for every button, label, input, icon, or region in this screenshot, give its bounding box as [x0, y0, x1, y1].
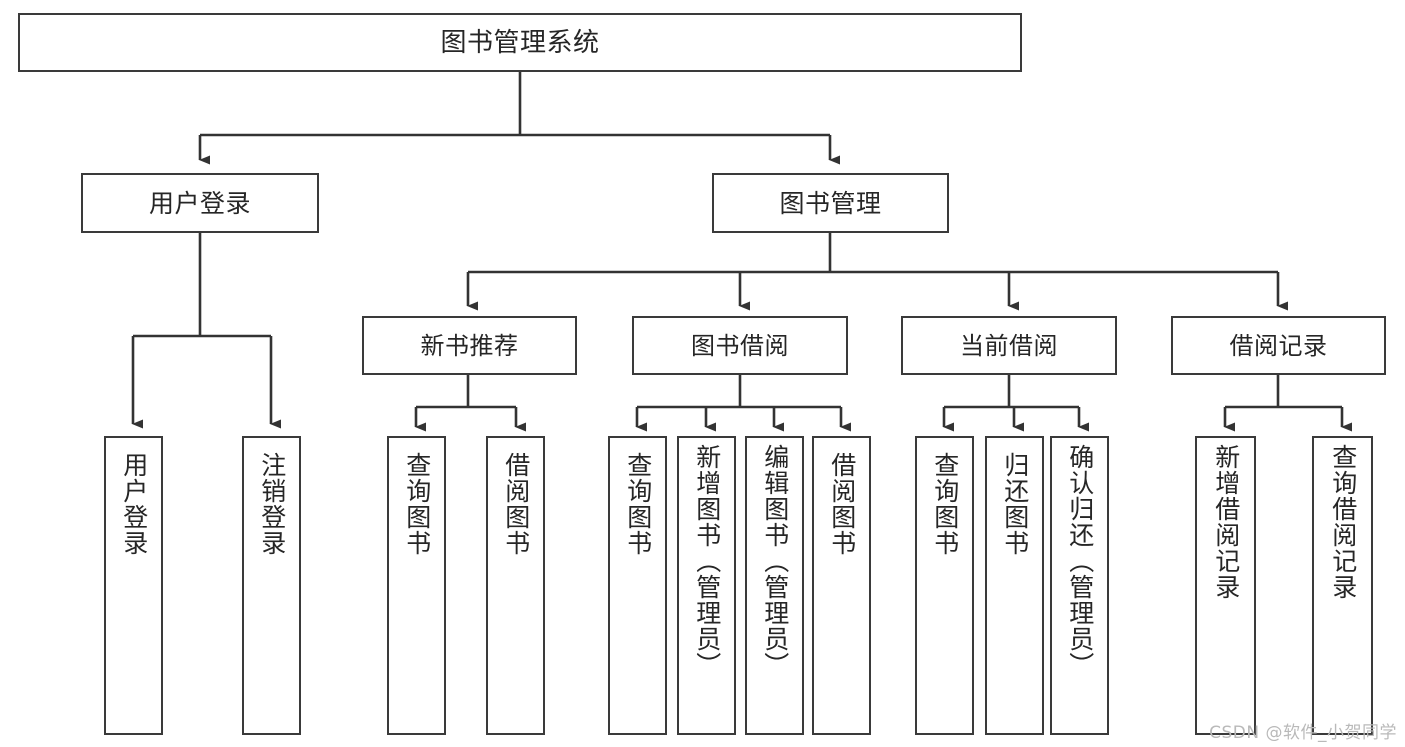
leaf-user-login-login[interactable]: 用户登录	[104, 436, 163, 735]
node-label: 用户登录	[119, 452, 149, 556]
node-label: 借阅图书	[827, 452, 857, 556]
leaf-borrow-add-book-admin[interactable]: 新增图书（管理员）	[677, 436, 736, 735]
node-label: 新增图书（管理员）	[692, 444, 722, 678]
leaf-current-return-book[interactable]: 归还图书	[985, 436, 1044, 735]
node-root-system[interactable]: 图书管理系统	[18, 13, 1022, 72]
csdn-watermark: CSDN @软件_小贺同学	[1209, 723, 1397, 743]
leaf-record-query-record[interactable]: 查询借阅记录	[1312, 436, 1373, 735]
node-label: 归还图书	[1000, 452, 1030, 556]
node-label: 当前借阅	[960, 331, 1058, 360]
leaf-current-query-book[interactable]: 查询图书	[915, 436, 974, 735]
node-label: 图书借阅	[691, 331, 789, 360]
node-label: 查询借阅记录	[1328, 444, 1358, 600]
node-label: 用户登录	[148, 188, 251, 218]
node-label: 注销登录	[257, 452, 287, 556]
node-label: 借阅图书	[501, 452, 531, 556]
leaf-recommend-query-book[interactable]: 查询图书	[387, 436, 446, 735]
node-label: 图书管理	[779, 188, 882, 218]
leaf-borrow-query-book[interactable]: 查询图书	[608, 436, 667, 735]
node-label: 新增借阅记录	[1211, 444, 1241, 600]
node-current-borrow[interactable]: 当前借阅	[901, 316, 1117, 375]
node-label: 查询图书	[930, 452, 960, 556]
node-book-borrow[interactable]: 图书借阅	[632, 316, 848, 375]
node-borrow-record[interactable]: 借阅记录	[1171, 316, 1386, 375]
leaf-recommend-borrow-book[interactable]: 借阅图书	[486, 436, 545, 735]
leaf-record-add-record[interactable]: 新增借阅记录	[1195, 436, 1256, 735]
node-label: 确认归还（管理员）	[1065, 444, 1095, 678]
leaf-borrow-borrow-book[interactable]: 借阅图书	[812, 436, 871, 735]
node-new-book-recommend[interactable]: 新书推荐	[362, 316, 577, 375]
leaf-borrow-edit-book-admin[interactable]: 编辑图书（管理员）	[745, 436, 804, 735]
node-label: 新书推荐	[420, 331, 519, 360]
leaf-user-login-logout[interactable]: 注销登录	[242, 436, 301, 735]
node-book-management[interactable]: 图书管理	[712, 173, 949, 233]
node-label: 图书管理系统	[440, 27, 600, 58]
node-user-login[interactable]: 用户登录	[81, 173, 319, 233]
node-label: 查询图书	[402, 452, 432, 556]
node-label: 借阅记录	[1229, 331, 1328, 360]
node-label: 查询图书	[623, 452, 653, 556]
node-label: 编辑图书（管理员）	[760, 444, 790, 678]
leaf-current-confirm-return-admin[interactable]: 确认归还（管理员）	[1050, 436, 1109, 735]
